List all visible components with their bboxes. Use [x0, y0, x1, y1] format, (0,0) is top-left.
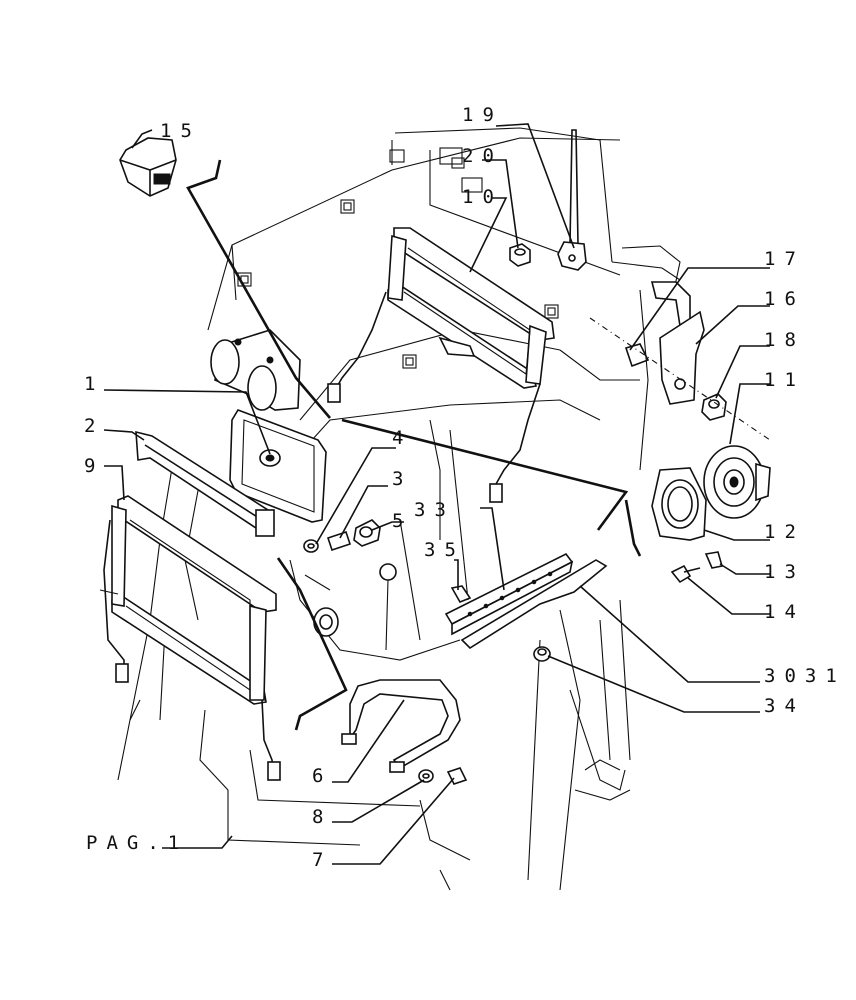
body-details — [313, 563, 397, 651]
label-15: 15 — [160, 120, 201, 142]
work-lamp-pair — [210, 329, 301, 411]
label-11: 11 — [764, 369, 805, 391]
part-1-mirror — [229, 409, 327, 523]
part-18-bushing — [701, 393, 727, 421]
part-8-nut — [418, 769, 434, 783]
label-18: 18 — [764, 329, 805, 351]
label-3: 3 — [392, 468, 412, 490]
label-3031: 3031 — [764, 665, 846, 687]
label-2: 2 — [84, 415, 104, 437]
part-3-bolt — [326, 530, 352, 552]
label-10: 10 — [462, 186, 503, 208]
label-12: 12 — [764, 521, 805, 543]
part-11-speaker — [703, 445, 771, 519]
body-decals — [237, 199, 559, 369]
part-19-antenna — [557, 129, 587, 271]
wiring-harness — [186, 159, 642, 731]
label-20: 20 — [462, 145, 503, 167]
label-5: 5 — [392, 510, 412, 532]
part-17-bracket — [650, 281, 691, 329]
part-12-speaker-plate — [651, 467, 707, 541]
label-16: 16 — [764, 288, 805, 310]
label-34: 34 — [764, 695, 805, 717]
label-14: 14 — [764, 601, 805, 623]
part-2-mirror-arm — [135, 430, 275, 537]
part-30-31-rail — [460, 559, 608, 650]
label-1: 1 — [84, 373, 104, 395]
label-4: 4 — [392, 427, 412, 449]
label-8: 8 — [312, 806, 332, 828]
part-13-clip — [704, 551, 724, 569]
assembly-axis-1 — [589, 317, 771, 441]
part-33-rail — [444, 552, 574, 636]
part-4-washer — [303, 539, 319, 553]
label-7: 7 — [312, 849, 332, 871]
label-pag: PAG.1 — [86, 832, 188, 854]
label-33: 33 — [414, 499, 455, 521]
label-13: 13 — [764, 561, 805, 583]
part-34-grommet — [533, 646, 551, 662]
reference-labels: 1 2 9 15 19 20 10 17 16 18 11 12 13 14 4… — [84, 104, 846, 871]
leader-lines — [103, 123, 770, 865]
label-17: 17 — [764, 248, 805, 270]
part-14-screw — [670, 564, 701, 584]
part-6-handrail — [341, 679, 461, 773]
part-16-clip — [624, 310, 705, 405]
part-15-switch — [119, 137, 177, 197]
label-19: 19 — [462, 104, 503, 126]
label-6: 6 — [312, 765, 332, 787]
label-35: 35 — [424, 539, 465, 561]
part-9-mirror-frame — [99, 495, 281, 781]
part-20-nut — [509, 243, 531, 267]
part-10-mirror-frame — [327, 227, 555, 503]
part-5-knob — [353, 519, 381, 547]
label-9: 9 — [84, 455, 104, 477]
